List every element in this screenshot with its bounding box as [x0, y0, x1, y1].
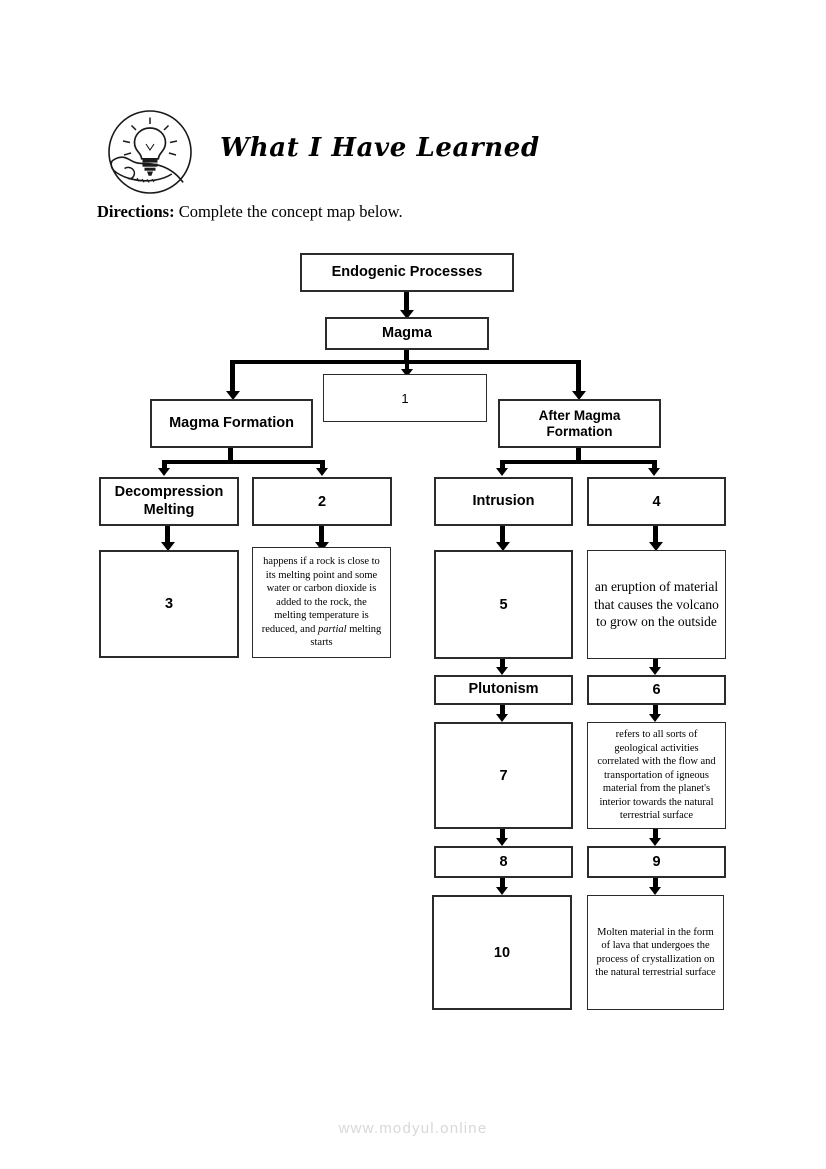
node-label: 5 — [499, 596, 508, 613]
node-label: Magma Formation — [169, 414, 294, 431]
connector-blank8-to-blank10 — [500, 878, 505, 890]
arrow-blank4-to-desc — [648, 542, 663, 551]
arrow-blank5-to-plutonism — [496, 667, 508, 675]
node-blank-4[interactable]: 4 — [587, 477, 726, 526]
site-watermark: www.modyul.online — [338, 1120, 488, 1137]
connector-root-to-magma — [404, 292, 409, 311]
connector-blank2-to-desc — [319, 526, 324, 543]
node-label: 2 — [317, 493, 327, 510]
connector-magma-formation-down — [228, 448, 233, 461]
arrow-blank6-to-desc — [649, 714, 661, 722]
arrow-to-after-magma-formation — [571, 391, 586, 400]
directions-text: Complete the concept map below. — [174, 202, 403, 221]
connector-plutonism-to-blank7 — [500, 705, 505, 717]
connector-blank9-to-desc — [653, 878, 658, 890]
arrow-to-intrusion — [496, 468, 508, 476]
connector-blank4-to-desc — [653, 526, 658, 543]
arrow-to-blank4 — [648, 468, 660, 476]
node-label: Intrusion — [472, 492, 535, 509]
node-desc-volcanism[interactable]: refers to all sorts of geological activi… — [587, 722, 726, 829]
node-blank-1[interactable]: 1 — [323, 374, 487, 422]
connector-to-decompression — [162, 460, 167, 470]
connector-to-blank4 — [652, 460, 657, 470]
connector-magma-down — [404, 349, 409, 361]
connector-branch-left-down — [230, 360, 235, 392]
arrow-blank9-to-desc — [649, 887, 661, 895]
arrow-to-blank2 — [316, 468, 328, 476]
connector-blank5-to-plutonism — [500, 659, 505, 668]
node-label: 1 — [401, 390, 409, 406]
arrow-blank7-to-blank8 — [496, 838, 508, 846]
node-label: 4 — [652, 493, 661, 510]
node-label: Magma — [382, 324, 432, 341]
node-label: Endogenic Processes — [331, 263, 483, 280]
node-desc-eruption[interactable]: an eruption of material that causes the … — [587, 550, 726, 659]
arrow-to-decompression-melting — [158, 468, 170, 476]
node-blank-7[interactable]: 7 — [434, 722, 573, 829]
arrow-desc-to-blank6 — [649, 667, 661, 675]
arrow-desc-to-blank9 — [649, 838, 661, 846]
node-label: 7 — [499, 767, 508, 784]
node-blank-3[interactable]: 3 — [99, 550, 239, 658]
directions-line: Directions: Complete the concept map bel… — [97, 202, 403, 222]
node-plutonism[interactable]: Plutonism — [434, 675, 573, 705]
node-label: 3 — [164, 596, 174, 612]
connector-after-magma-down — [576, 448, 581, 461]
connector-intrusion-to-blank5 — [500, 526, 505, 543]
connector-blank6-to-desc — [653, 705, 658, 717]
node-label: 6 — [652, 682, 661, 698]
node-blank-10[interactable]: 10 — [432, 895, 572, 1010]
connector-desc-to-blank6 — [653, 659, 658, 668]
arrow-blank8-to-blank10 — [496, 887, 508, 895]
node-label: Molten material in the form of lava that… — [595, 926, 716, 978]
node-blank-5[interactable]: 5 — [434, 550, 573, 659]
node-label: happens if a rock is close to its meltin… — [261, 556, 382, 649]
node-label: refers to all sorts of geological activi… — [597, 729, 716, 822]
arrow-plutonism-to-blank7 — [496, 714, 508, 722]
connector-blank7-to-blank8 — [500, 829, 505, 841]
lightbulb-in-hand-icon — [104, 108, 196, 196]
arrow-to-magma-formation — [225, 391, 240, 400]
arrow-root-to-magma — [399, 310, 414, 319]
arrow-intrusion-to-blank5 — [495, 542, 510, 551]
node-label: 10 — [493, 944, 511, 961]
connector-decompression-to-blank3 — [165, 526, 170, 543]
connector-branch-right-down — [576, 360, 581, 392]
node-label: 8 — [499, 854, 508, 870]
arrow-to-blank1 — [400, 369, 413, 377]
node-label: Plutonism — [468, 681, 539, 698]
node-endogenic-processes[interactable]: Endogenic Processes — [300, 253, 514, 292]
split-bar-magma-formation — [162, 460, 324, 464]
node-blank-8[interactable]: 8 — [434, 846, 573, 878]
node-blank-2[interactable]: 2 — [252, 477, 392, 526]
split-bar-after-magma — [500, 460, 656, 464]
node-label: 9 — [652, 854, 661, 870]
node-desc-extrusive[interactable]: Molten material in the form of lava that… — [587, 895, 724, 1010]
node-blank-6[interactable]: 6 — [587, 675, 726, 705]
node-magma-formation[interactable]: Magma Formation — [150, 399, 313, 448]
connector-branch-center-down — [404, 360, 409, 371]
node-label: an eruption of material that causes the … — [594, 579, 719, 630]
arrow-decompression-to-blank3 — [160, 542, 175, 551]
arrow-blank2-to-desc — [314, 542, 329, 551]
connector-to-intrusion — [500, 460, 505, 470]
node-desc-partial-melting[interactable]: happens if a rock is close to its meltin… — [252, 547, 391, 658]
node-blank-9[interactable]: 9 — [587, 846, 726, 878]
node-magma[interactable]: Magma — [325, 317, 489, 350]
connector-to-blank2 — [320, 460, 325, 470]
directions-label: Directions: — [97, 202, 175, 221]
node-intrusion[interactable]: Intrusion — [434, 477, 573, 526]
connector-desc-to-blank9 — [653, 829, 658, 841]
page-title: What I Have Learned — [220, 133, 540, 163]
